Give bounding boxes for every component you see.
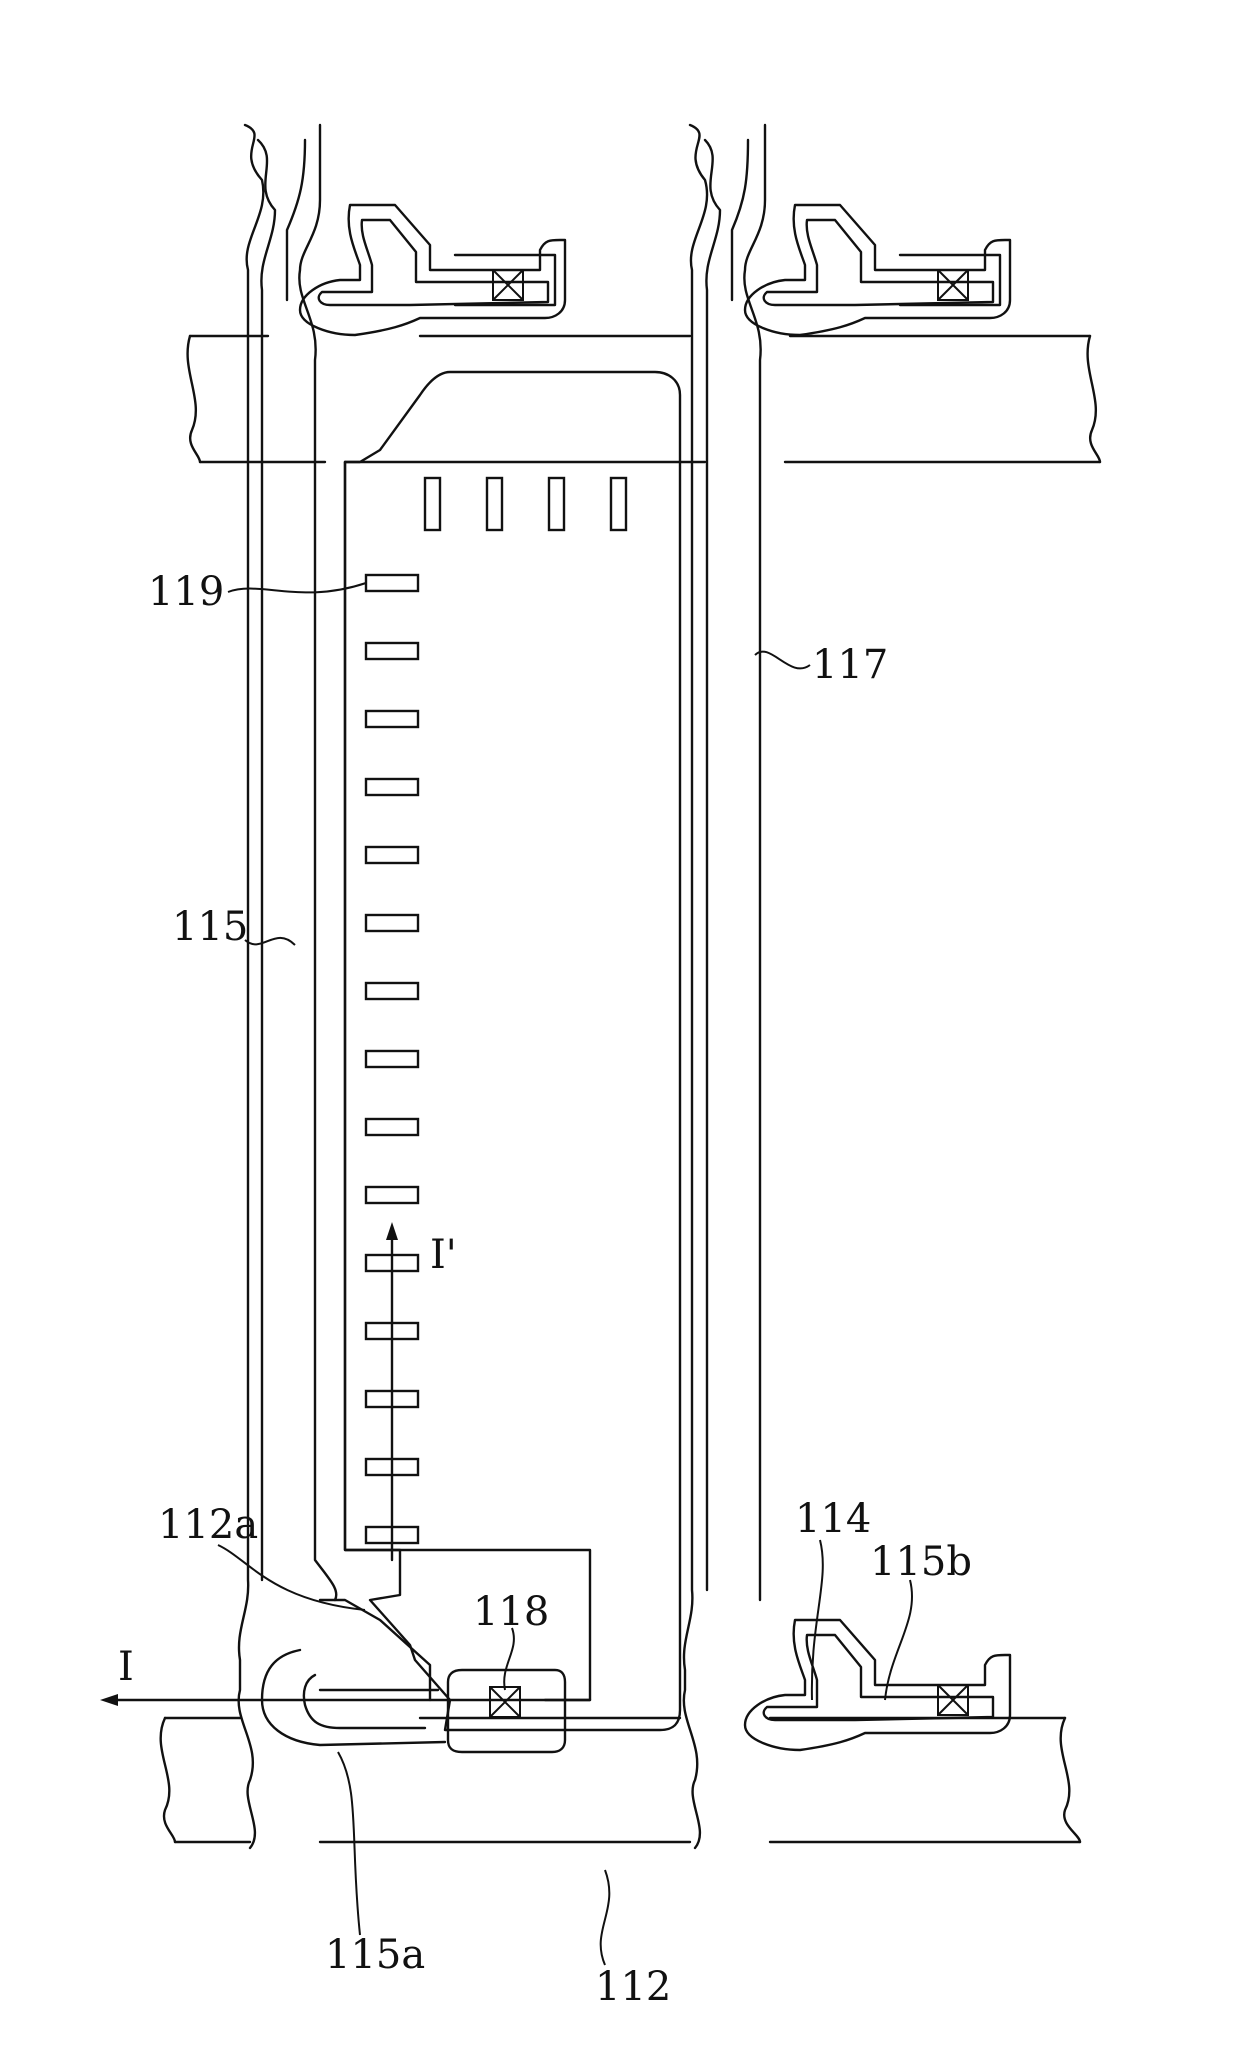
label-118: 118 (473, 1589, 549, 1635)
gate-line-upper (188, 336, 1100, 462)
label-115b: 115b (870, 1539, 972, 1585)
label-I-prime: I' (430, 1232, 457, 1278)
leader-lines (218, 583, 912, 1965)
label-I: I (118, 1644, 134, 1690)
top-slits (425, 478, 626, 530)
label-112a: 112a (158, 1502, 258, 1548)
label-112: 112 (595, 1964, 671, 2010)
label-117: 117 (812, 642, 888, 688)
tft-lower-right (745, 1620, 1010, 1750)
label-119: 119 (148, 569, 224, 615)
label-114: 114 (795, 1496, 871, 1542)
tft-upper-left (300, 205, 565, 335)
tft-upper-right (745, 205, 1010, 335)
reference-labels: 119 117 115 I' 112a 118 I 114 115b 115a … (118, 569, 972, 2010)
label-115: 115 (172, 904, 248, 950)
gate-line-112 (161, 1718, 1080, 1842)
data-line-right (684, 125, 765, 1848)
label-115a: 115a (325, 1932, 425, 1978)
